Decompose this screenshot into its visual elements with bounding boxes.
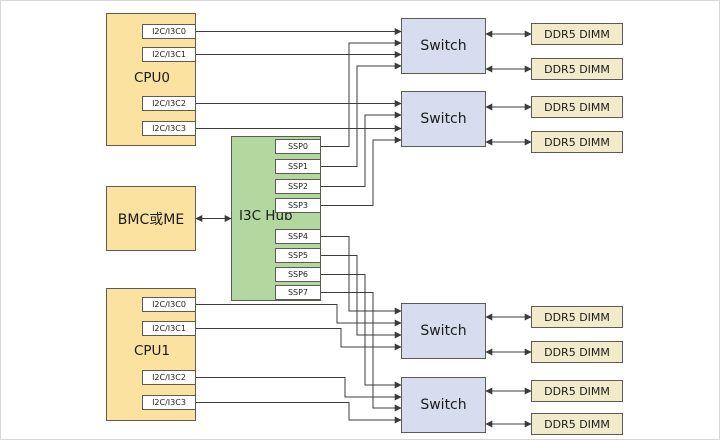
dimm-2-label: DDR5 DIMM xyxy=(544,62,610,76)
cpu1-port-i2c-i3c3: I2C/I3C3 xyxy=(142,395,196,410)
dimm-1-label: DDR5 DIMM xyxy=(544,27,610,41)
wire-ssp1-switch1 xyxy=(321,62,402,167)
wire-cpu1-i2c1-switch3 xyxy=(196,328,402,351)
cpu1-label: CPU1 xyxy=(133,343,171,359)
dimm-8-label: DDR5 DIMM xyxy=(544,417,610,431)
hub-port-ssp0: SSP0 xyxy=(275,139,321,154)
switch-2: Switch xyxy=(401,91,486,147)
hub-port-ssp3: SSP3 xyxy=(275,198,321,213)
cpu1-port-i2c-i3c1: I2C/I3C1 xyxy=(142,321,196,336)
bmc-block: BMC或ME xyxy=(106,186,196,251)
wire-ssp4-switch3 xyxy=(321,236,402,315)
dimm-7-label: DDR5 DIMM xyxy=(544,384,610,398)
hub-port-ssp7: SSP7 xyxy=(275,285,321,300)
hub-port-ssp2: SSP2 xyxy=(275,179,321,194)
wire-ssp0-switch1 xyxy=(321,39,402,147)
dimm-6: DDR5 DIMM xyxy=(531,341,623,363)
switch-4: Switch xyxy=(401,377,486,433)
wire-ssp2-switch2 xyxy=(321,111,402,187)
switch-1-label: Switch xyxy=(420,38,467,54)
switch-1: Switch xyxy=(401,18,486,74)
dimm-4: DDR5 DIMM xyxy=(531,131,623,153)
switch-4-label: Switch xyxy=(420,397,467,413)
dimm-7: DDR5 DIMM xyxy=(531,380,623,402)
cpu0-port-i2c-i3c0: I2C/I3C0 xyxy=(142,24,196,39)
wire-cpu1-i2c3-switch4 xyxy=(196,402,402,424)
cpu1-port-i2c-i3c2: I2C/I3C2 xyxy=(142,370,196,385)
hub-port-ssp4: SSP4 xyxy=(275,229,321,244)
dimm-5: DDR5 DIMM xyxy=(531,306,623,328)
hub-port-ssp5: SSP5 xyxy=(275,248,321,263)
dimm-6-label: DDR5 DIMM xyxy=(544,345,610,359)
wire-ssp7-switch4 xyxy=(321,292,402,412)
dimm-1: DDR5 DIMM xyxy=(531,23,623,45)
cpu0-port-i2c-i3c2: I2C/I3C2 xyxy=(142,96,196,111)
cpu1-port-i2c-i3c0: I2C/I3C0 xyxy=(142,297,196,312)
hub-port-ssp6: SSP6 xyxy=(275,267,321,282)
wire-cpu1-i2c2-switch4 xyxy=(196,377,402,401)
dimm-5-label: DDR5 DIMM xyxy=(544,310,610,324)
dimm-3: DDR5 DIMM xyxy=(531,96,623,118)
cpu0-port-i2c-i3c3: I2C/I3C3 xyxy=(142,121,196,136)
wire-ssp5-switch3 xyxy=(321,255,402,339)
wire-ssp6-switch4 xyxy=(321,274,402,389)
hub-port-ssp1: SSP1 xyxy=(275,159,321,174)
wire-cpu1-i2c0-switch3 xyxy=(196,304,402,327)
switch-3-label: Switch xyxy=(420,323,467,339)
bmc-label: BMC或ME xyxy=(117,211,185,228)
switch-3: Switch xyxy=(401,303,486,359)
dimm-2: DDR5 DIMM xyxy=(531,58,623,80)
cpu0-port-i2c-i3c1: I2C/I3C1 xyxy=(142,47,196,62)
dimm-4-label: DDR5 DIMM xyxy=(544,135,610,149)
switch-2-label: Switch xyxy=(420,111,467,127)
dimm-3-label: DDR5 DIMM xyxy=(544,100,610,114)
dimm-8: DDR5 DIMM xyxy=(531,413,623,435)
wire-ssp3-switch2 xyxy=(321,136,402,206)
cpu0-label: CPU0 xyxy=(133,70,171,86)
